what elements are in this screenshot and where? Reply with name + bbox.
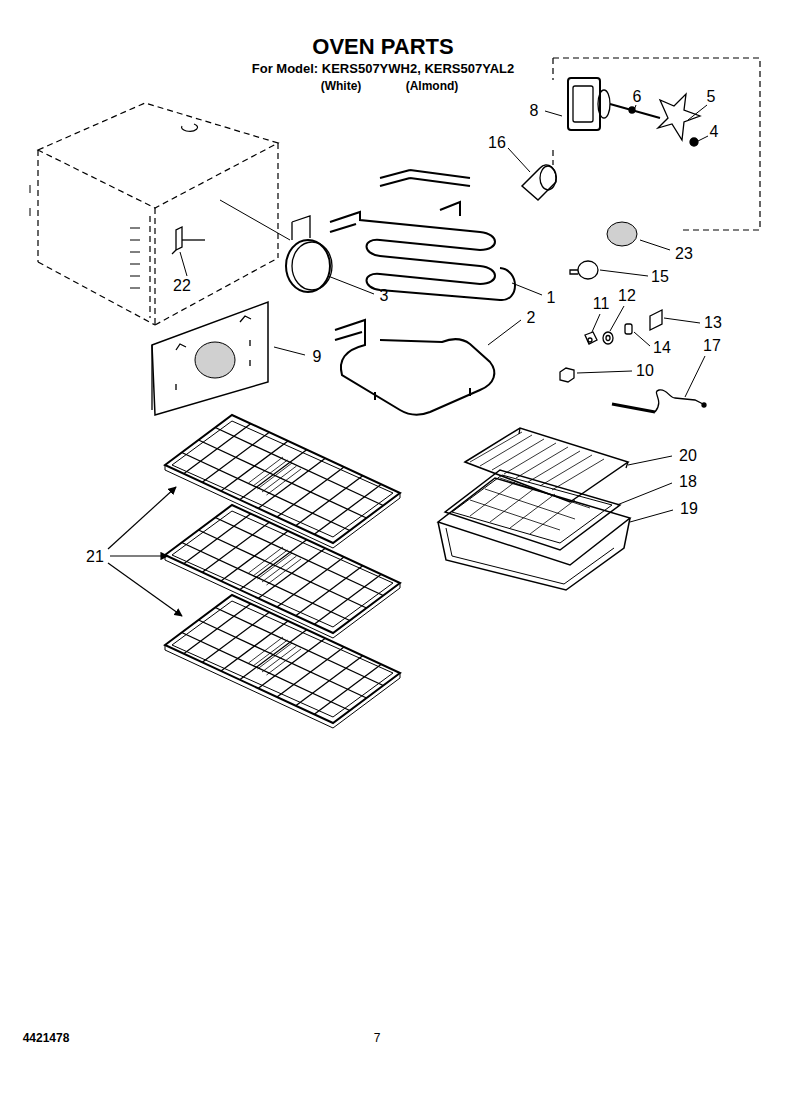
callout-number: 14 bbox=[653, 339, 671, 357]
bracket-22 bbox=[172, 227, 205, 254]
callout-number: 5 bbox=[707, 88, 716, 106]
document-number: 4421478 bbox=[23, 1032, 70, 1045]
fan-shroud bbox=[286, 216, 332, 292]
broil-element bbox=[330, 170, 515, 300]
callout-number: 15 bbox=[651, 268, 669, 286]
callout-number: 17 bbox=[703, 337, 721, 355]
callout-number: 18 bbox=[679, 473, 697, 491]
callout-number: 12 bbox=[618, 287, 636, 305]
callout-arrows bbox=[108, 487, 182, 616]
light-housing bbox=[522, 165, 556, 200]
callout-number: 20 bbox=[679, 447, 697, 465]
callout-number: 8 bbox=[530, 102, 539, 120]
callout-number: 21 bbox=[86, 548, 104, 566]
bake-element bbox=[335, 320, 494, 415]
oven-cabinet bbox=[38, 103, 278, 325]
page-title: OVEN PARTS bbox=[312, 35, 453, 59]
color-text: (White) bbox=[321, 80, 362, 93]
callout-number: 23 bbox=[675, 245, 693, 263]
fan-motor bbox=[568, 78, 700, 146]
broiler-pan bbox=[438, 428, 630, 590]
rear-panel bbox=[152, 302, 268, 415]
callout-number: 4 bbox=[710, 123, 719, 141]
rack-slots bbox=[30, 185, 140, 288]
callout-number: 2 bbox=[527, 309, 536, 327]
light-bulb bbox=[570, 261, 598, 279]
callout-number: 11 bbox=[593, 295, 610, 313]
callout-number: 3 bbox=[380, 287, 389, 305]
page-number: 7 bbox=[374, 1032, 381, 1045]
model-text: For Model: KERS507YWH2, KERS507YAL2 bbox=[252, 62, 514, 76]
callout-number: 16 bbox=[488, 134, 506, 152]
callout-number: 1 bbox=[547, 289, 556, 307]
callout-number: 6 bbox=[633, 88, 642, 106]
small-parts bbox=[560, 310, 662, 382]
callout-number: 10 bbox=[636, 362, 654, 380]
callout-number: 13 bbox=[704, 314, 722, 332]
callout-number: 9 bbox=[313, 348, 322, 366]
callout-number: 22 bbox=[173, 277, 191, 295]
oven-racks bbox=[165, 415, 400, 728]
color-text: (Almond) bbox=[406, 80, 459, 93]
callout-number: 19 bbox=[680, 500, 698, 518]
temp-sensor bbox=[612, 390, 706, 412]
